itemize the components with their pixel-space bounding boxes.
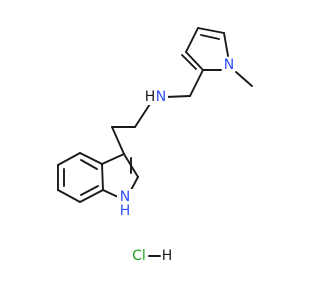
bond-ch2-amine [165, 95, 191, 98]
indole-nitrogen-label: N [120, 189, 130, 205]
bond-pyrrole-c4-c5-inner [200, 34, 220, 40]
bond-layer [57, 27, 253, 257]
bond-benz-c3a-c4 [79, 152, 103, 165]
amine-bg [144, 90, 168, 105]
atom-label-layer: N H N N H Cl H [117, 57, 236, 264]
bond-ethyl-indole [111, 126, 125, 155]
bond-amine-ch2 [134, 103, 151, 128]
amine-hydrogen-label: H [145, 89, 156, 105]
pyrrole-n-bg [222, 58, 236, 72]
bond-pyrrole-ch2 [189, 69, 204, 97]
bond-indole-n1-c7a [102, 189, 119, 198]
bond-benz-c7-c7a [79, 189, 104, 203]
bond-n-methyl [235, 71, 253, 87]
indole-nh-bg [117, 189, 133, 215]
bond-pyrrole-c5-n1 [223, 32, 229, 57]
bond-indole-c2-n1 [130, 176, 139, 191]
amine-nitrogen-label: N [156, 89, 166, 105]
bond-pyrrole-c3-c4 [185, 27, 199, 53]
bond-pyrrole-c2-c3 [185, 51, 204, 71]
bond-benz-c6-c7 [57, 189, 81, 203]
bond-benz-c7-c7a-inner [80, 185, 99, 196]
indole-hydrogen-label: H [120, 203, 131, 219]
bond-indole-c7a-c3a [101, 163, 104, 191]
bond-indole-c3a-c3 [101, 153, 125, 165]
bond-benz-c4-c5 [57, 152, 81, 166]
bond-benz-c3a-c4-inner [80, 159, 98, 170]
salt-hydrogen-label: H [162, 248, 173, 264]
bond-pyrrole-c2-c3-inner [181, 54, 197, 70]
structure-diagram: N H N N H Cl H [57, 27, 253, 264]
bond-pyrrole-c4-c5 [197, 27, 225, 34]
chloride-label: Cl [132, 248, 146, 264]
pyrrole-nitrogen-label: N [224, 57, 234, 73]
